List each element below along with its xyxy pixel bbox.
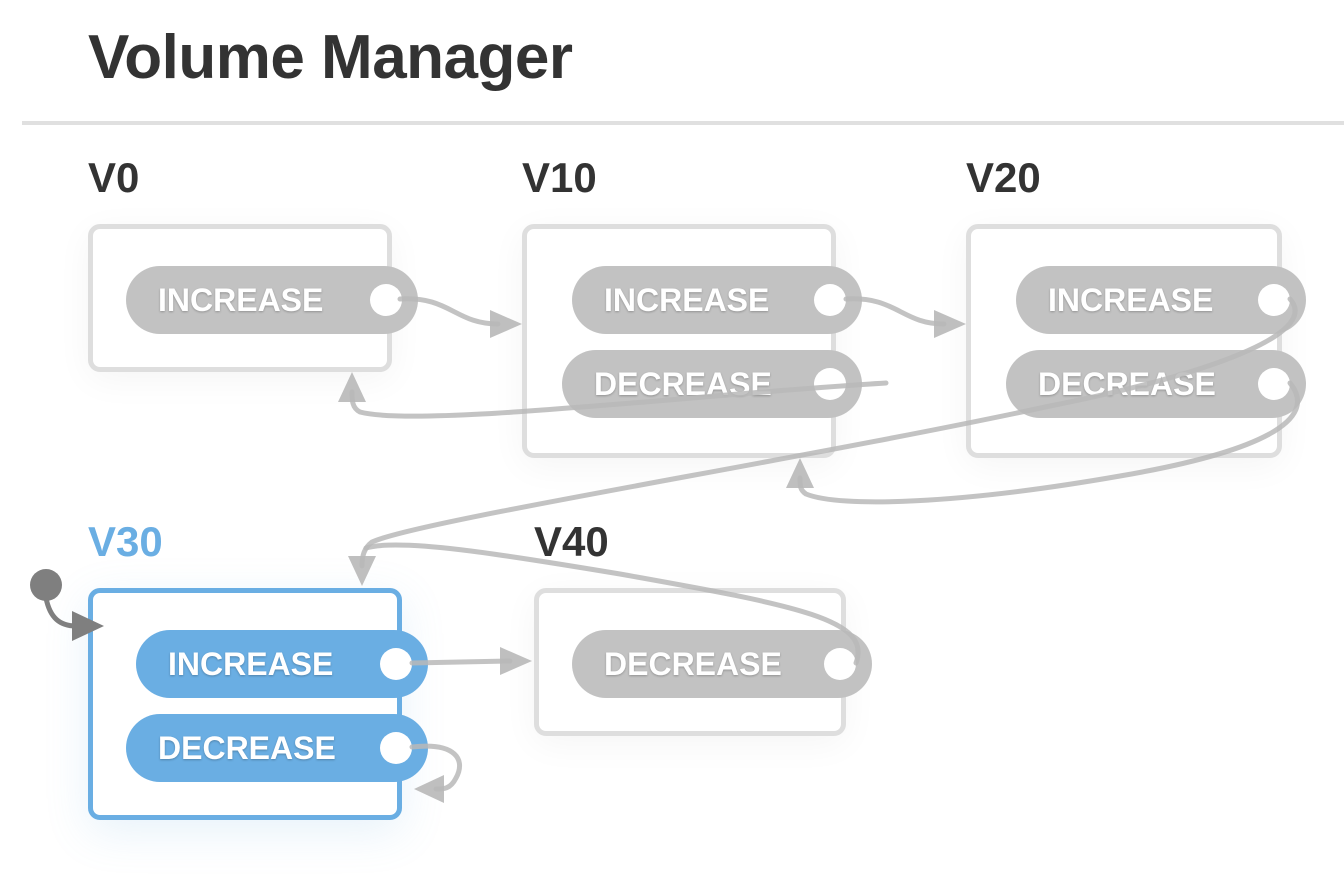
arrowhead-v20 (934, 310, 966, 338)
event-label: DECREASE (594, 365, 772, 402)
state-label-v40: V40 (534, 518, 609, 565)
event-label: INCREASE (168, 645, 334, 682)
state-label-v10: V10 (522, 154, 597, 201)
arrowhead-v0 (338, 372, 366, 402)
arrowhead-v40 (500, 647, 532, 675)
state-v30[interactable] (88, 588, 402, 820)
event-port (1258, 284, 1290, 316)
event-v30-decrease[interactable]: DECREASE (126, 714, 428, 782)
state-label-v0: V0 (88, 154, 140, 201)
event-port (824, 648, 856, 680)
event-port (814, 284, 846, 316)
arrowhead-v10-bottom (786, 458, 814, 488)
event-label: DECREASE (604, 645, 782, 682)
event-v0-increase[interactable]: INCREASE (126, 266, 418, 334)
event-v30-increase[interactable]: INCREASE (136, 630, 428, 698)
event-label: INCREASE (1048, 281, 1214, 318)
event-port (1258, 368, 1290, 400)
state-v10[interactable] (522, 224, 836, 458)
event-label: DECREASE (1038, 365, 1216, 402)
arrowhead-v30-self (414, 775, 444, 803)
event-label: INCREASE (604, 281, 770, 318)
arrowhead-v30-top (348, 556, 376, 586)
state-label-v30: V30 (88, 518, 163, 565)
event-port (814, 368, 846, 400)
page-title: Volume Manager (88, 23, 573, 92)
event-v20-increase[interactable]: INCREASE (1016, 266, 1306, 334)
event-port (370, 284, 402, 316)
event-port (380, 648, 412, 680)
event-port (380, 732, 412, 764)
event-v10-decrease[interactable]: DECREASE (562, 350, 862, 418)
initial-dot (30, 569, 62, 601)
event-v20-decrease[interactable]: DECREASE (1006, 350, 1306, 418)
header-divider (22, 121, 1344, 125)
state-label-v20: V20 (966, 154, 1041, 201)
event-v40-decrease[interactable]: DECREASE (572, 630, 872, 698)
arrowhead-v10 (490, 310, 522, 338)
state-v20[interactable] (966, 224, 1282, 458)
event-v10-increase[interactable]: INCREASE (572, 266, 862, 334)
event-label: INCREASE (158, 281, 324, 318)
event-label: DECREASE (158, 729, 336, 766)
